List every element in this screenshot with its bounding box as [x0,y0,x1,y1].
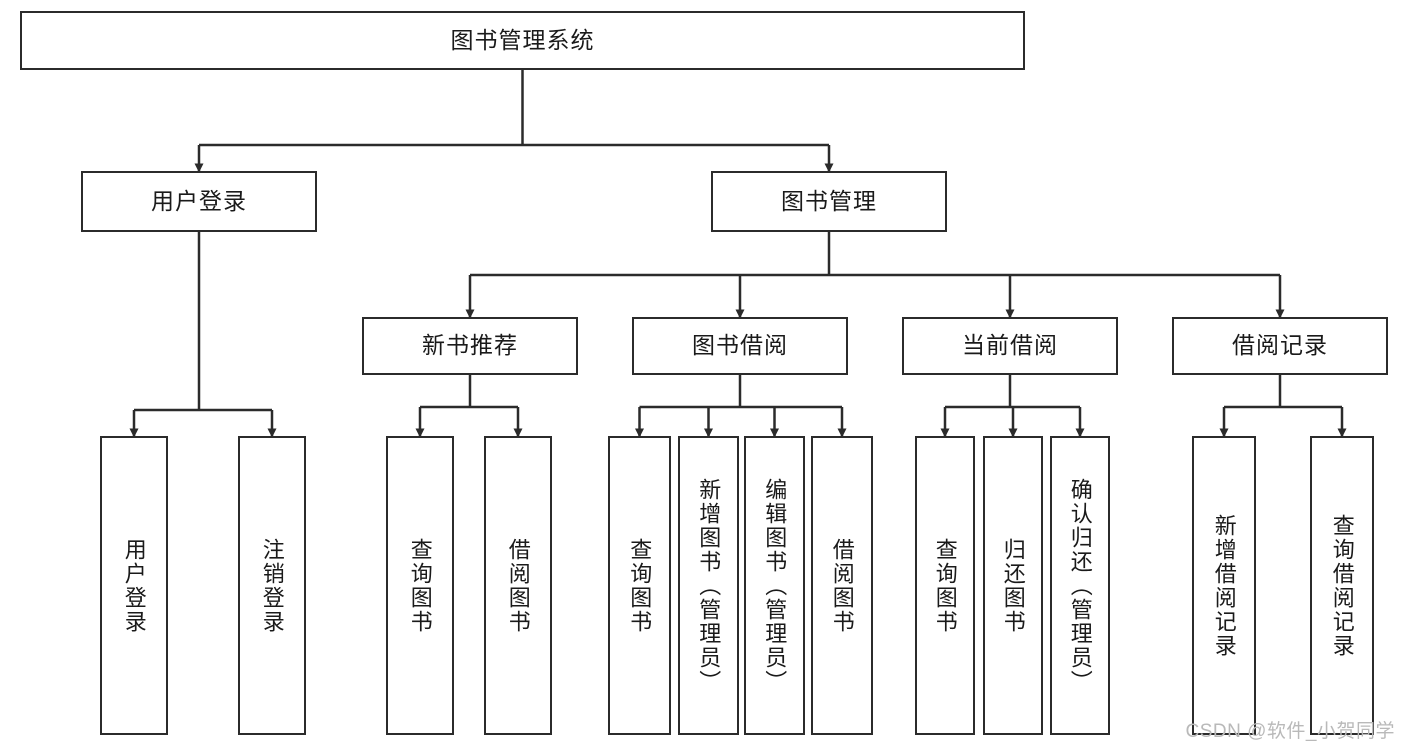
node-leaf-borrow-book[interactable]: 借阅图书 [811,436,873,735]
node-leaf-add-record[interactable]: 新增借阅记录 [1192,436,1256,735]
node-leaf-user-login[interactable]: 用户登录 [100,436,168,735]
node-label: 查询图书 [407,537,433,634]
node-leaf-query-book-borrow[interactable]: 查询图书 [608,436,671,735]
node-label: 查询图书 [932,537,958,634]
node-n-current-borrow[interactable]: 当前借阅 [902,317,1118,375]
node-leaf-borrow-book-rec[interactable]: 借阅图书 [484,436,552,735]
node-n-new-book-rec[interactable]: 新书推荐 [362,317,578,375]
node-n-user-login[interactable]: 用户登录 [81,171,317,232]
node-leaf-query-book-rec[interactable]: 查询图书 [386,436,454,735]
node-label: 用户登录 [151,187,247,214]
node-label: 编辑图书（管理员） [762,477,788,694]
node-n-book-borrow[interactable]: 图书借阅 [632,317,848,375]
node-label: 注销登录 [259,537,285,634]
node-label: 归还图书 [1000,537,1026,634]
node-label: 借阅图书 [505,537,531,634]
node-label: 图书管理 [781,187,877,214]
edge-layer [129,70,1347,438]
node-leaf-add-book[interactable]: 新增图书（管理员） [678,436,739,735]
node-label: 借阅记录 [1232,332,1328,359]
node-label: 图书借阅 [692,332,788,359]
node-n-book-manage[interactable]: 图书管理 [711,171,947,232]
node-label: 新增图书（管理员） [696,477,722,694]
node-leaf-confirm-return[interactable]: 确认归还（管理员） [1050,436,1110,735]
node-root[interactable]: 图书管理系统 [20,11,1025,70]
node-n-borrow-record[interactable]: 借阅记录 [1172,317,1388,375]
node-label: 新书推荐 [422,332,518,359]
node-label: 用户登录 [121,537,147,634]
node-label: 图书管理系统 [450,26,595,53]
node-label: 确认归还（管理员） [1067,477,1093,694]
node-leaf-query-book-cur[interactable]: 查询图书 [915,436,975,735]
node-label: 新增借阅记录 [1211,513,1237,658]
node-label: 借阅图书 [829,537,855,634]
node-label: 当前借阅 [962,332,1058,359]
node-label: 查询借阅记录 [1329,513,1355,658]
node-leaf-logout[interactable]: 注销登录 [238,436,306,735]
node-leaf-query-record[interactable]: 查询借阅记录 [1310,436,1374,735]
node-leaf-edit-book[interactable]: 编辑图书（管理员） [744,436,805,735]
node-label: 查询图书 [627,537,653,634]
node-leaf-return-book[interactable]: 归还图书 [983,436,1043,735]
